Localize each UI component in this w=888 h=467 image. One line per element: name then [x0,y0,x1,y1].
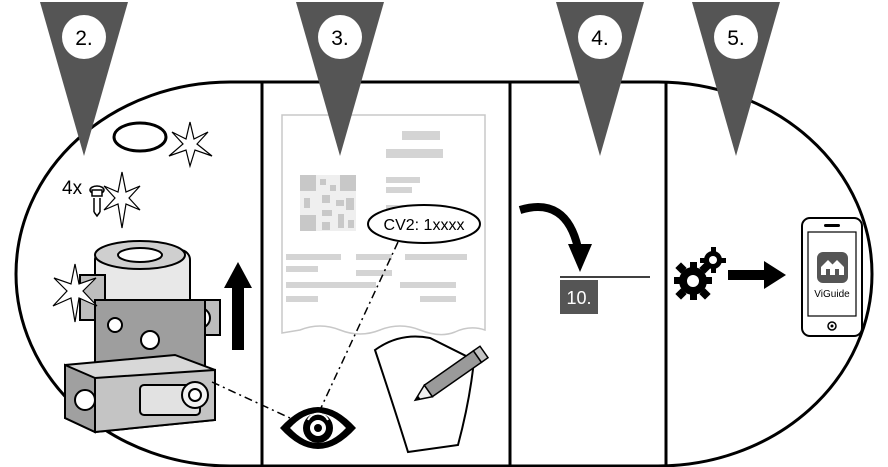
step-number-4: 4. [591,27,609,50]
panel-4: ViGuide [674,217,863,337]
panel-1: 4x [52,121,252,434]
screw-quantity-label: 4x [62,178,83,199]
sparkle-icon [168,121,213,169]
step-marker-4: 4. [556,2,644,156]
step-number-3: 3. [331,27,349,50]
step-number-5: 5. [727,27,745,50]
code-label: CV2: 1xxxx [384,217,465,234]
o-ring-icon [112,121,168,153]
panel-2: CV2: 1xxxx [211,114,490,454]
app-icon [817,252,848,283]
setting-marker [560,280,598,314]
right-arrow-icon [728,261,786,289]
gas-valve-icon [64,240,221,434]
code-callout [367,204,481,244]
step-marker-3: 3. [296,2,384,156]
qr-code-icon [300,175,356,231]
step-number-2: 2. [75,27,93,50]
eye-icon [280,407,356,449]
panel-3: 10. [518,203,650,314]
paper-pencil-icon [373,335,490,454]
step-marker-5: 5. [692,2,780,156]
setting-value: 10. [566,288,591,308]
sparkle-icon-2 [103,171,141,229]
up-arrow-icon [224,262,252,350]
curved-arrow-icon [518,203,582,249]
sparkle-icon-3 [52,263,98,323]
pointer-line-2 [211,381,291,419]
pointer-line [319,241,399,411]
screw-icon [89,185,105,218]
gears-icon [674,247,726,300]
app-name: ViGuide [814,289,850,300]
step-marker-2: 2. [40,2,128,156]
